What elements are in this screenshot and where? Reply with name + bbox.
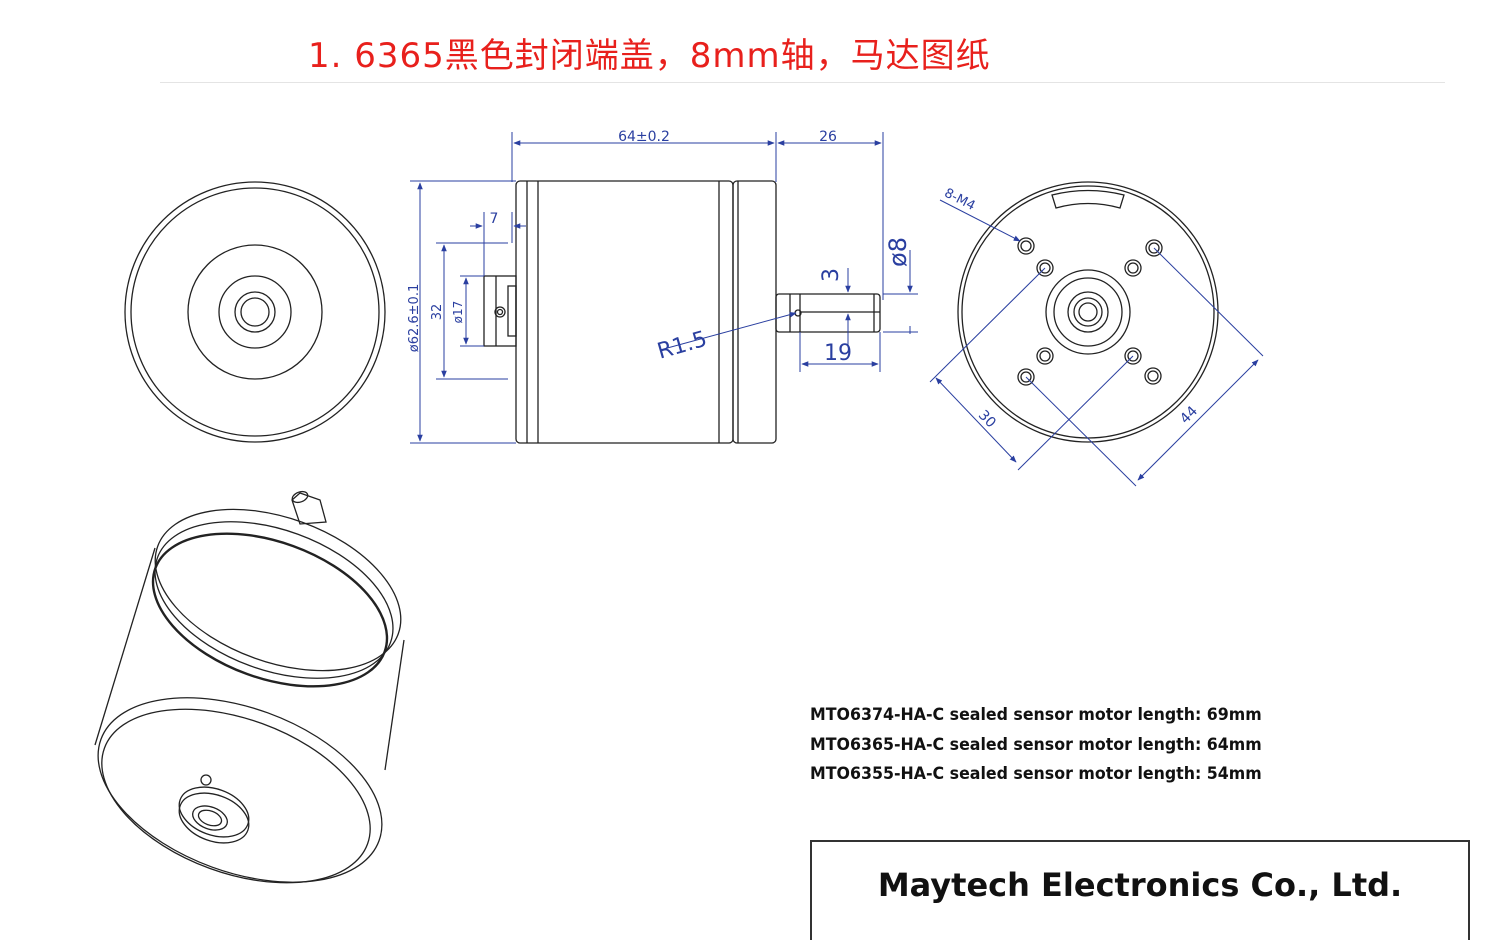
dim-rear-step: 7 xyxy=(490,211,499,227)
spec-list: MTO6374-HA-C sealed sensor motor length:… xyxy=(810,701,1296,790)
mount-hole xyxy=(1036,347,1054,365)
dim-fillet-radius: R1.5 xyxy=(655,327,710,365)
iso-bottom-face xyxy=(97,697,383,883)
iso-top-face xyxy=(154,508,402,672)
mount-hole xyxy=(1036,259,1054,277)
mount-hole xyxy=(1017,237,1035,255)
mount-dimension-lines xyxy=(929,199,1264,487)
spec-line: MTO6355-HA-C sealed sensor motor length:… xyxy=(810,764,1262,784)
company-title-block: Maytech Electronics Co., Ltd. xyxy=(810,840,1470,940)
shaft xyxy=(775,293,881,333)
rear-boss-circle xyxy=(218,275,292,349)
rear-bore-inner xyxy=(240,297,270,327)
dim-shaft-diameter: ø8 xyxy=(884,237,912,267)
dim-rear-boss-height: 32 xyxy=(430,304,445,321)
dim-shaft-flat-length: 19 xyxy=(824,341,852,366)
mount-hub-outer xyxy=(1045,269,1131,355)
spec-line: MTO6374-HA-C sealed sensor motor length:… xyxy=(810,705,1262,725)
side-dimension-lines xyxy=(410,132,918,444)
mount-hole xyxy=(1124,259,1142,277)
dim-shaft-flat: 3 xyxy=(819,268,844,282)
mount-hole xyxy=(1124,347,1142,365)
front-flange xyxy=(732,180,777,444)
page-title: 1. 6365黑色封闭端盖，8mm轴，马达图纸 xyxy=(308,36,991,76)
company-name: Maytech Electronics Co., Ltd. xyxy=(877,866,1403,904)
dim-hole-spacing-inner: 30 xyxy=(975,407,999,431)
mount-face-view xyxy=(957,181,1219,443)
dim-hole-spacing-outer: 44 xyxy=(1177,403,1201,427)
mount-hub-inner xyxy=(1067,291,1109,333)
rear-rim-circle xyxy=(130,187,380,437)
title-divider xyxy=(160,82,1445,83)
rear-outer-circle xyxy=(124,181,386,443)
motor-can xyxy=(515,180,734,444)
rear-inner-circle xyxy=(187,244,323,380)
mount-hole xyxy=(1017,368,1035,386)
dim-outer-diameter: ø62.6±0.1 xyxy=(407,284,422,352)
side-view xyxy=(483,180,881,444)
isometric-view xyxy=(94,490,405,884)
rear-bore-outer xyxy=(234,291,276,333)
dim-shaft-length: 26 xyxy=(819,129,837,145)
mount-hole xyxy=(1145,239,1163,257)
dim-overall-length: 64±0.2 xyxy=(618,129,670,145)
dim-rear-boss-diameter: ø17 xyxy=(451,301,465,324)
mount-outer-circle xyxy=(957,181,1219,443)
mount-hub-mid xyxy=(1053,277,1123,347)
rear-end-view xyxy=(124,181,386,443)
spec-line: MTO6365-HA-C sealed sensor motor length:… xyxy=(810,734,1262,755)
